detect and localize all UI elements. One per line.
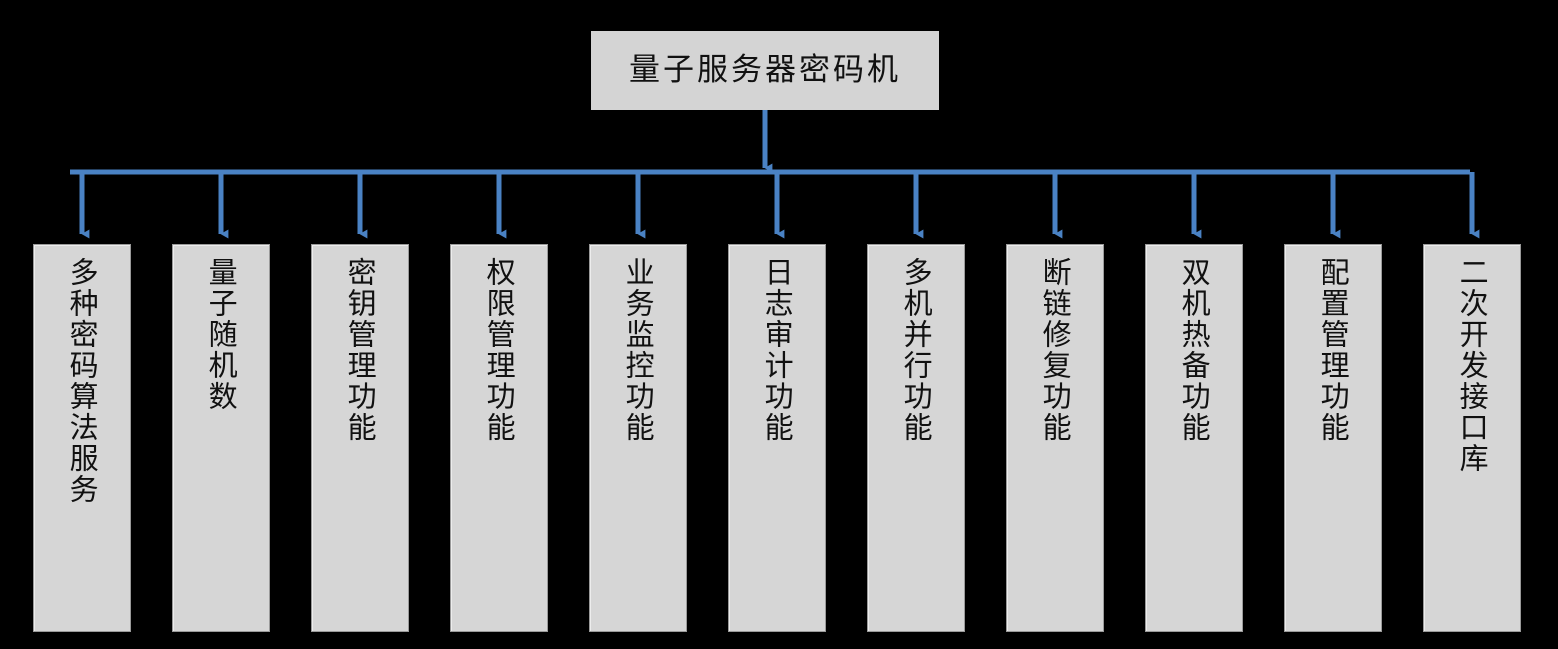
leaf-node-label: 密钥管理功能: [343, 257, 378, 443]
leaf-node-7[interactable]: 多机并行功能: [867, 244, 965, 632]
leaf-node-label: 多机并行功能: [899, 257, 934, 443]
leaf-node-3[interactable]: 密钥管理功能: [311, 244, 409, 632]
leaf-node-label: 日志审计功能: [760, 257, 795, 443]
leaf-node-label: 量子随机数: [204, 257, 239, 412]
leaf-node-6[interactable]: 日志审计功能: [728, 244, 826, 632]
connector-group: [70, 110, 1480, 239]
leaf-node-label: 二次开发接口库: [1455, 257, 1490, 474]
leaf-node-4[interactable]: 权限管理功能: [450, 244, 548, 632]
leaf-node-label: 断链修复功能: [1038, 257, 1073, 443]
leaf-node-label: 配置管理功能: [1316, 257, 1351, 443]
root-node[interactable]: 量子服务器密码机: [591, 31, 939, 110]
leaf-node-label: 多种密码算法服务: [65, 257, 100, 505]
leaf-node-label: 双机热备功能: [1177, 257, 1212, 443]
leaf-node-label: 业务监控功能: [621, 257, 656, 443]
leaf-node-11[interactable]: 二次开发接口库: [1423, 244, 1521, 632]
leaf-node-8[interactable]: 断链修复功能: [1006, 244, 1104, 632]
leaf-node-5[interactable]: 业务监控功能: [589, 244, 687, 632]
leaf-node-10[interactable]: 配置管理功能: [1284, 244, 1382, 632]
leaf-node-1[interactable]: 多种密码算法服务: [33, 244, 131, 632]
leaf-node-9[interactable]: 双机热备功能: [1145, 244, 1243, 632]
leaf-node-label: 权限管理功能: [482, 257, 517, 443]
leaf-node-2[interactable]: 量子随机数: [172, 244, 270, 632]
root-node-label: 量子服务器密码机: [629, 52, 901, 89]
